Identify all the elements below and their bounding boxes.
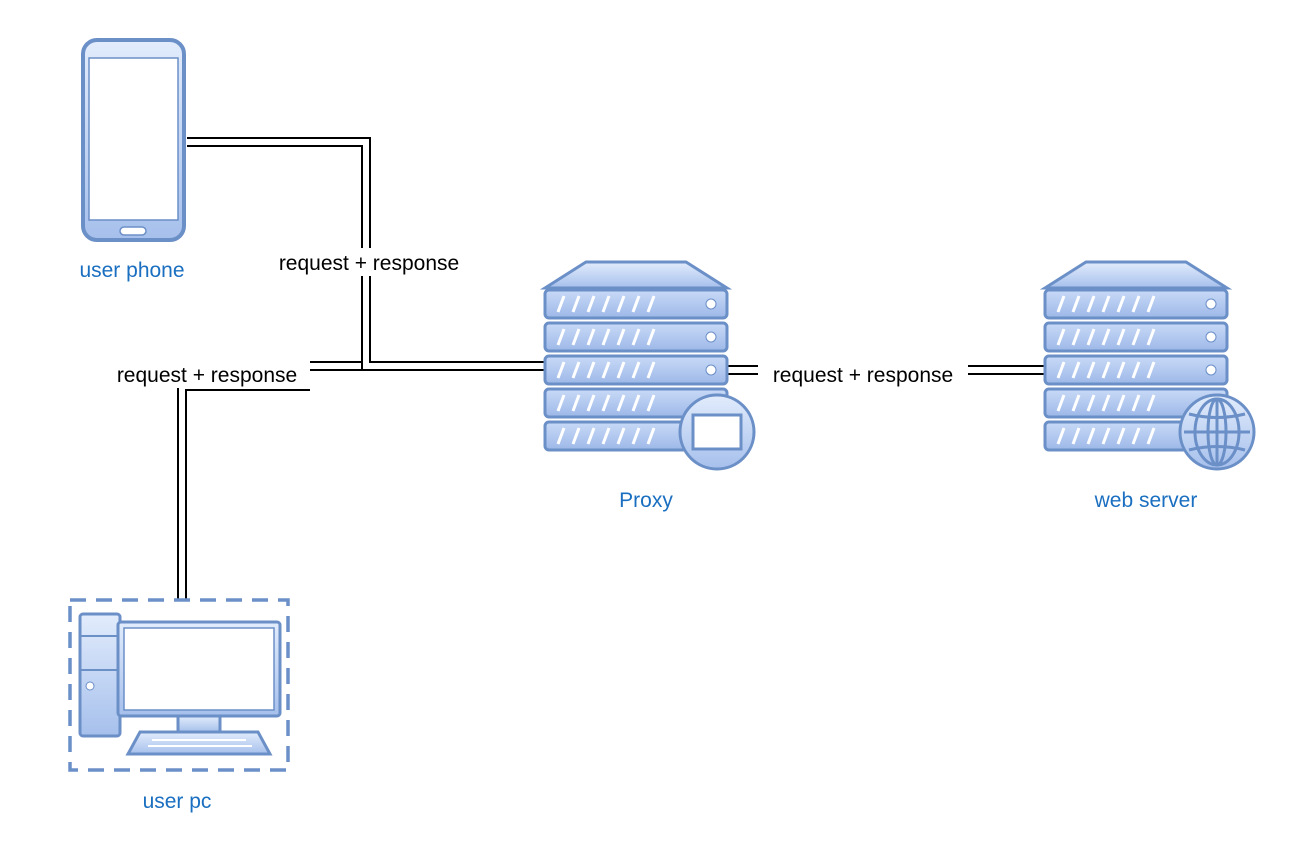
monitor-badge-icon [678, 393, 756, 471]
globe-badge-icon [1178, 393, 1256, 471]
edge-label-proxy-webserver: request + response [758, 360, 968, 388]
desktop-computer-icon [78, 612, 282, 756]
user-phone-label: user phone [79, 259, 184, 282]
web-server-label: web server [1094, 489, 1198, 512]
proxy-label: Proxy [619, 489, 673, 512]
proxy-node[interactable]: Proxy [539, 260, 756, 512]
smartphone-icon [81, 38, 186, 242]
edge-label-pc-proxy: request + response [100, 360, 310, 388]
proxy-server-icon [539, 260, 756, 471]
user-pc-label: user pc [143, 790, 212, 813]
edge-label-phone-proxy-text: request + response [279, 252, 459, 275]
edge-label-phone-proxy: request + response [264, 248, 474, 276]
user-phone-node[interactable]: user phone [79, 38, 186, 282]
user-pc-selection-box [68, 598, 290, 772]
connector-pc-proxy [177, 361, 362, 600]
web-server-node[interactable]: web server [1039, 260, 1256, 512]
edge-label-proxy-webserver-text: request + response [773, 364, 953, 387]
connector-proxy-webserver [728, 365, 1045, 375]
edge-label-pc-proxy-text: request + response [117, 364, 297, 387]
user-pc-node[interactable]: user pc [68, 598, 290, 813]
web-server-icon [1039, 260, 1256, 471]
web-server-units [1043, 288, 1229, 452]
